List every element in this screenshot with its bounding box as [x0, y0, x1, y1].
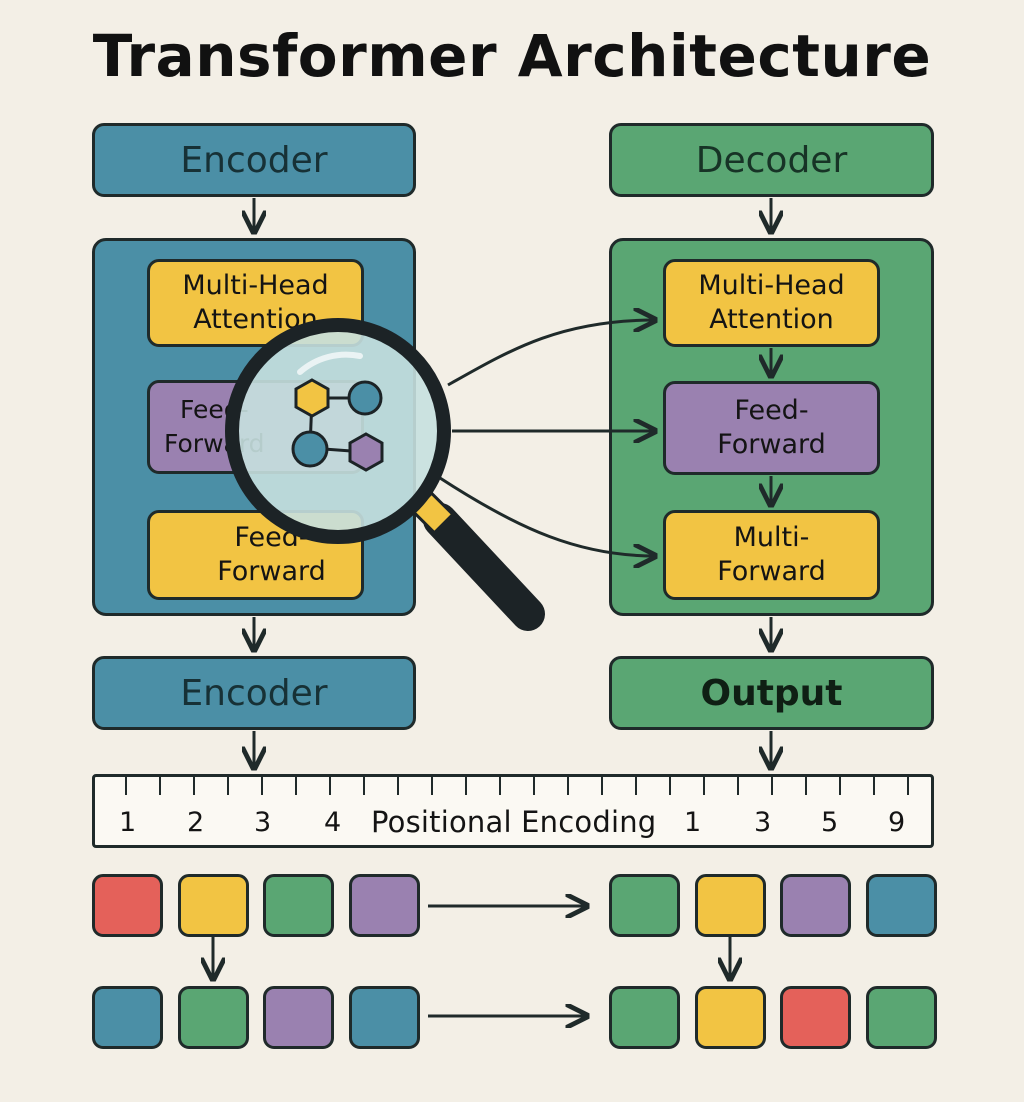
ruler-tick	[363, 777, 365, 795]
token-square-green	[609, 874, 680, 937]
ruler-tick	[805, 777, 807, 795]
encoder-header-label: Encoder	[180, 139, 328, 181]
ruler-tick	[907, 777, 909, 795]
output-box: Output	[609, 656, 934, 730]
magnifying-glass-icon	[225, 318, 545, 631]
ruler-tick	[227, 777, 229, 795]
encoder-block-1-line1: Multi-Head	[182, 270, 329, 301]
token-square-blue	[348, 986, 420, 1049]
ruler-tick	[567, 777, 569, 795]
decoder-header-label: Decoder	[695, 139, 848, 181]
ruler-number: 5	[821, 807, 839, 838]
hexagon-icon	[294, 378, 330, 418]
ruler-number: 4	[324, 807, 342, 838]
output-label: Output	[700, 672, 843, 714]
token-square-blue	[865, 874, 937, 937]
ruler-tick	[397, 777, 399, 795]
ruler-tick	[329, 777, 331, 795]
ruler-tick	[635, 777, 637, 795]
decoder-block-2-line1: Feed-	[734, 395, 809, 426]
decoder-block-1-line2: Attention	[709, 304, 834, 335]
ruler-number: 9	[888, 807, 906, 838]
hexagon-icon	[348, 432, 384, 472]
ruler-tick	[669, 777, 671, 795]
ruler-tick	[125, 777, 127, 795]
decoder-multi-forward-block: Multi- Forward	[663, 510, 880, 600]
token-square-yellow	[694, 986, 766, 1049]
positional-encoding-ruler: 1 2 3 4 Positional Encoding 1 3 5 9	[92, 774, 934, 848]
decoder-feed-forward-block: Feed- Forward	[663, 381, 880, 475]
ruler-number: 1	[119, 807, 137, 838]
ruler-tick	[873, 777, 875, 795]
encoder-block-3-line2: Forward	[217, 556, 326, 587]
ruler-tick	[193, 777, 195, 795]
encoder-footer-label: Encoder	[180, 672, 328, 714]
token-square-green	[609, 986, 680, 1049]
decoder-block-1-line1: Multi-Head	[698, 270, 845, 301]
decoder-header: Decoder	[609, 123, 934, 197]
ruler-tick	[703, 777, 705, 795]
ruler-tick	[261, 777, 263, 795]
ruler-number: 1	[684, 807, 702, 838]
ruler-tick	[737, 777, 739, 795]
encoder-footer: Encoder	[92, 656, 416, 730]
token-square-red	[92, 874, 163, 937]
token-square-green	[177, 986, 249, 1049]
decoder-multi-head-attention-block: Multi-Head Attention	[663, 259, 880, 347]
token-square-red	[780, 986, 851, 1049]
ruler-tick	[839, 777, 841, 795]
diagram-title: Transformer Architecture	[92, 22, 932, 90]
ruler-tick	[295, 777, 297, 795]
token-square-purple	[263, 986, 334, 1049]
ruler-tick	[499, 777, 501, 795]
ruler-tick	[601, 777, 603, 795]
circle-node-icon	[347, 380, 383, 416]
token-square-blue	[92, 986, 163, 1049]
ruler-tick	[465, 777, 467, 795]
token-square-green	[263, 874, 334, 937]
circle-node-icon	[291, 430, 329, 468]
flow-arrows	[213, 198, 771, 1016]
decoder-block-2-line2: Forward	[717, 429, 826, 460]
encoder-header: Encoder	[92, 123, 416, 197]
ruler-tick	[533, 777, 535, 795]
ruler-tick	[159, 777, 161, 795]
ruler-number: 3	[254, 807, 272, 838]
token-square-yellow	[177, 874, 249, 937]
token-square-purple	[780, 874, 851, 937]
ruler-number: 3	[754, 807, 772, 838]
token-square-purple	[348, 874, 420, 937]
ruler-number: 2	[187, 807, 205, 838]
decoder-block-3-line1: Multi-	[733, 522, 810, 553]
token-square-green	[865, 986, 937, 1049]
ruler-tick	[431, 777, 433, 795]
token-square-yellow	[694, 874, 766, 937]
ruler-tick	[771, 777, 773, 795]
ruler-label: Positional Encoding	[371, 805, 657, 839]
cross-attention-arrows	[439, 320, 655, 556]
decoder-block-3-line2: Forward	[717, 556, 826, 587]
